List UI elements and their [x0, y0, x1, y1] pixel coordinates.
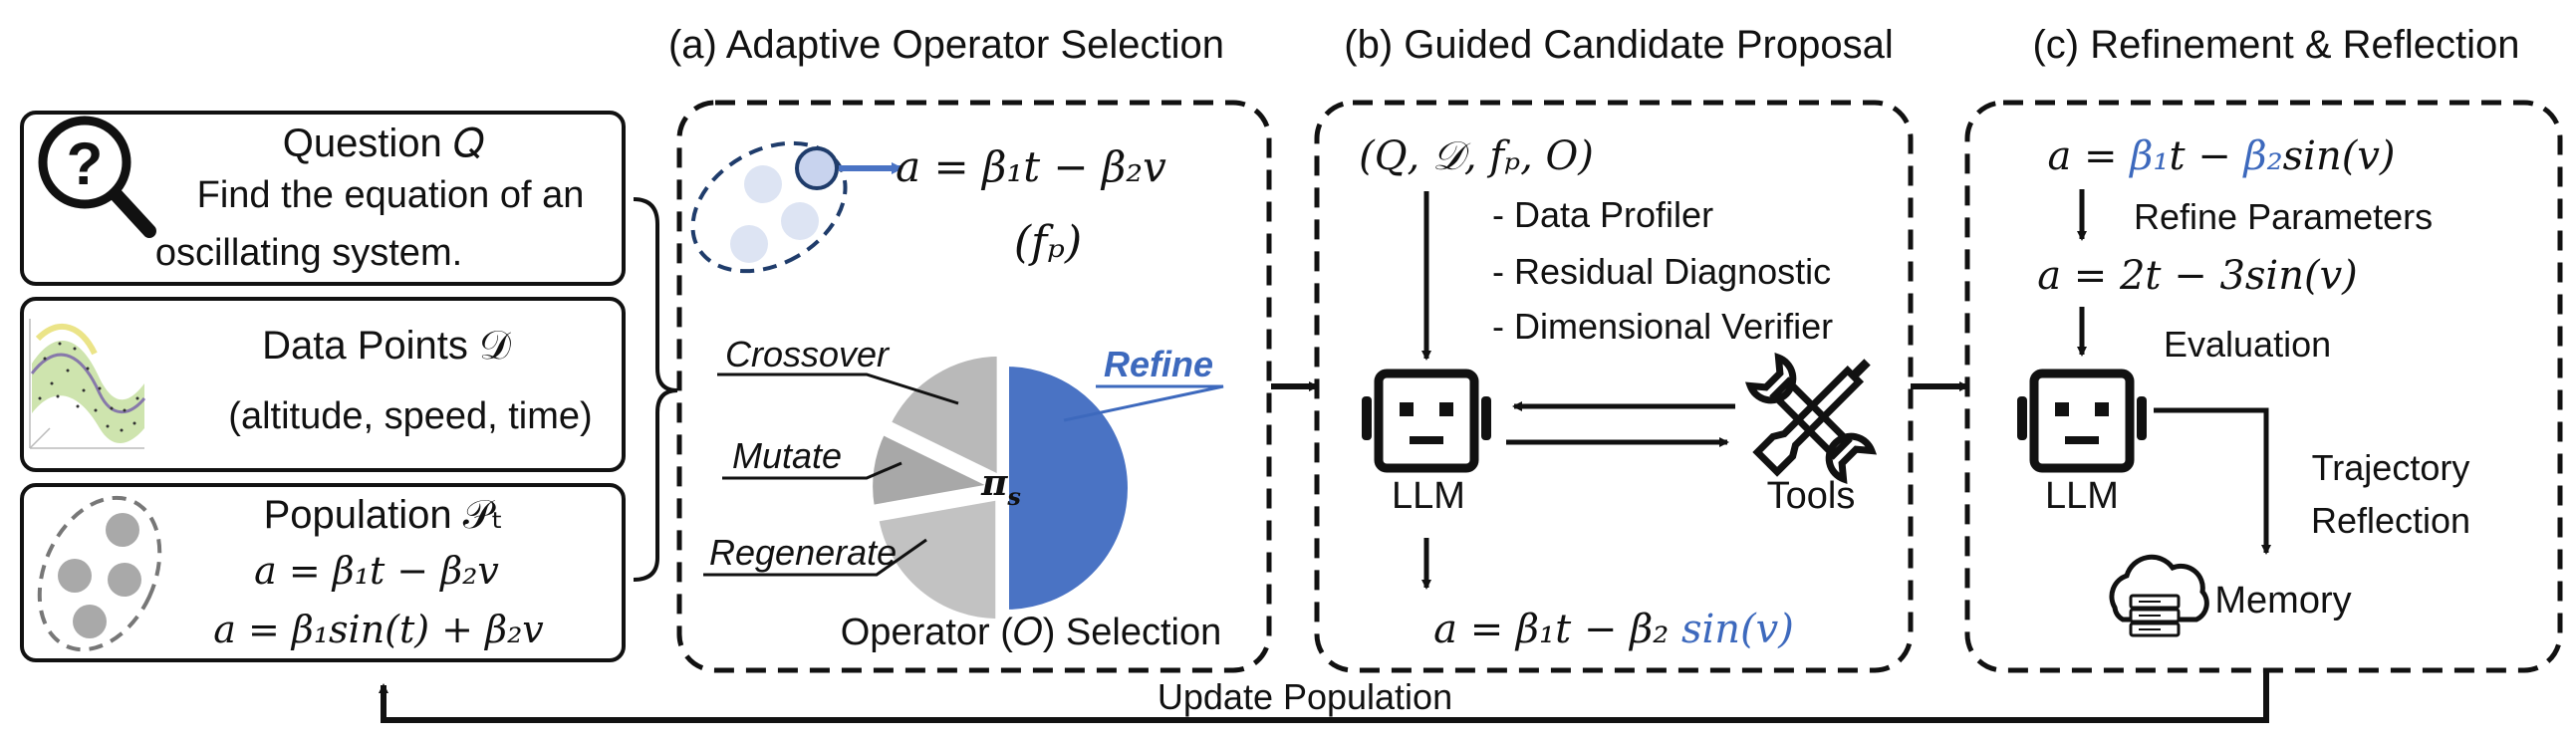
- candidate-proposal-panel: [1314, 100, 1914, 673]
- selection-cluster-icon: [690, 140, 848, 274]
- operator-label-refine: Refine: [1104, 344, 1213, 384]
- operator-selection-panel: [676, 100, 1272, 673]
- operator-selection-caption: Operator (𝑂) Selection: [841, 612, 1222, 653]
- operator-label-mutate: Mutate: [732, 435, 842, 476]
- population-equation-2: 𝑎 = β₁𝑠𝑖𝑛(𝑡) + β₂𝑣: [213, 608, 544, 651]
- operator-label-regenerate: Regenerate: [709, 532, 897, 573]
- question-box: [20, 111, 626, 286]
- pie-slice-crossover: [884, 350, 1003, 483]
- tool-dimensional-verifier: - Dimensional Verifier: [1492, 306, 1833, 347]
- tools-icon: [1744, 352, 1878, 485]
- update-population-label: Update Population: [1158, 676, 1452, 717]
- population-equation-1: 𝑎 = β₁𝑡 − β₂𝑣: [254, 549, 499, 593]
- policy-label: πs: [980, 462, 1021, 511]
- section-title-a: (a) Adaptive Operator Selection: [668, 23, 1224, 67]
- memory-label: Memory: [2214, 580, 2351, 621]
- population-title: Population 𝒫ₜ: [264, 493, 504, 537]
- question-title: Question 𝑄: [283, 122, 485, 165]
- question-text-line2: oscillating system.: [155, 232, 462, 274]
- parametrized-equation: 𝑎 = β₁𝑡 − β₂𝑠𝑖𝑛(𝑣): [2047, 133, 2395, 179]
- population-cluster-icon: [37, 495, 162, 652]
- input-brace: [633, 197, 678, 582]
- pie-slice-mutate: [867, 427, 1004, 512]
- robot-icon: [1362, 369, 1491, 473]
- input-tuple: (𝑄, 𝒟, 𝑓ₚ, 𝑂): [1359, 133, 1594, 179]
- pie-slice-refine: [1003, 360, 1134, 617]
- question-text-line1: Find the equation of an: [197, 174, 585, 216]
- leader-line-refine: [1063, 384, 1224, 422]
- section-title-c: (c) Refinement & Reflection: [2032, 23, 2519, 67]
- data-points-title: Data Points 𝒟: [262, 324, 511, 368]
- robot-icon: [2017, 369, 2147, 473]
- update-population-arrow: [379, 670, 2269, 723]
- operator-pie-chart: [867, 350, 1134, 625]
- operator-label-crossover: Crossover: [725, 334, 891, 374]
- trajectory-label-1: Trajectory: [2312, 447, 2470, 488]
- population-box: [20, 483, 626, 662]
- pie-slice-regenerate: [872, 493, 1002, 625]
- fitness-label: (𝑓ₚ): [1014, 217, 1082, 268]
- leader-line-regenerate: [703, 538, 927, 577]
- section-title-b: (b) Guided Candidate Proposal: [1344, 23, 1893, 67]
- tools-label: Tools: [1767, 475, 1856, 517]
- trajectory-label-2: Reflection: [2311, 500, 2470, 541]
- surface-plot-thumbnail: [29, 319, 146, 449]
- leader-line-mutate: [722, 461, 902, 480]
- tool-data-profiler: - Data Profiler: [1492, 194, 1713, 235]
- arrow-llm-to-memory: [2154, 407, 2271, 555]
- svg-text:?: ?: [67, 130, 104, 197]
- leader-line-crossover: [717, 372, 959, 405]
- refined-equation: 𝑎 = 2𝑡 − 3𝑠𝑖𝑛(𝑣): [2037, 253, 2358, 299]
- memory-cloud-icon: [2109, 554, 2209, 637]
- evaluation-label: Evaluation: [2164, 324, 2331, 365]
- llm-label-c: LLM: [2045, 475, 2119, 517]
- question-icon: ?: [38, 116, 156, 238]
- tool-residual-diagnostic: - Residual Diagnostic: [1492, 251, 1831, 292]
- data-points-box: [20, 297, 626, 472]
- llm-label-b: LLM: [1392, 475, 1465, 517]
- selected-individual-equation: 𝑎 = β₁𝑡 − β₂𝑣: [896, 142, 1166, 191]
- data-points-variables: (altitude, speed, time): [228, 395, 592, 437]
- refine-parameters-label: Refine Parameters: [2134, 196, 2433, 237]
- proposed-equation: 𝑎 = β₁𝑡 − β₂ 𝑠𝑖𝑛(𝑣): [1433, 607, 1794, 652]
